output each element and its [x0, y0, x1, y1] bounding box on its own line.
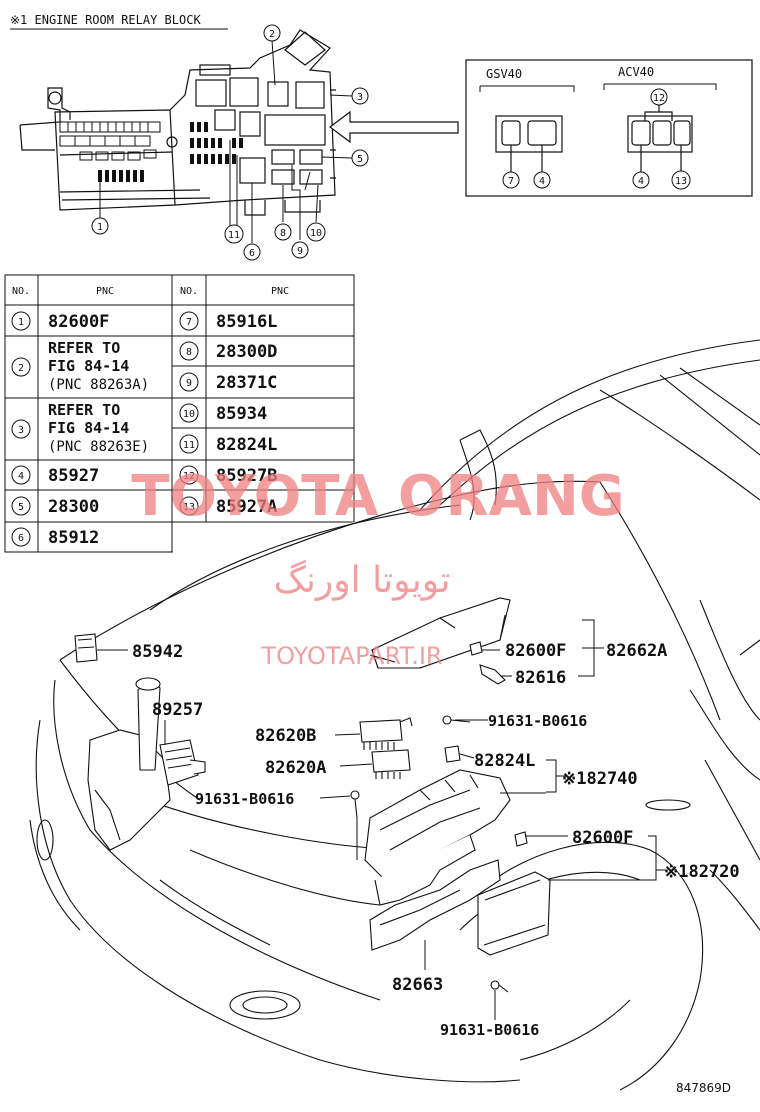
- part-82740: ※182740: [562, 769, 638, 789]
- callout-11: [224, 224, 244, 244]
- row-no: 4: [18, 471, 24, 482]
- row-no: 13: [183, 502, 195, 513]
- row-no: 10: [183, 409, 195, 420]
- row-no: 5: [18, 502, 24, 513]
- row-no: 3: [18, 425, 24, 436]
- part-82824L: 82824L: [474, 751, 535, 771]
- row-pnc: REFER TO: [48, 339, 120, 357]
- table-header-no: NO.: [180, 286, 198, 297]
- inset-box: GSV40 ACV40 7 4 12 4 13: [465, 59, 753, 197]
- row-pnc: 82824L: [216, 435, 277, 455]
- inset-callout-label: 12: [653, 93, 665, 104]
- callout-8: [274, 223, 292, 241]
- row-no: 7: [186, 317, 192, 328]
- callout-2: [263, 24, 281, 42]
- callout-label: 1: [97, 222, 103, 233]
- part-91631-B0616-bottom: 91631-B0616: [440, 1021, 539, 1039]
- inset-callout-label: 13: [675, 176, 687, 187]
- components-drawing: [74, 597, 551, 993]
- callout-label: 9: [297, 246, 303, 257]
- callout-label: 3: [357, 92, 363, 103]
- callout-1: [91, 217, 109, 235]
- row-pnc: REFER TO: [48, 401, 120, 419]
- part-82663: 82663: [392, 975, 443, 995]
- part-82620A: 82620A: [265, 758, 326, 778]
- callout-label: 10: [310, 228, 322, 239]
- row-pnc: 28371C: [216, 373, 277, 393]
- callout-6: [243, 243, 261, 261]
- inset-arrow: [329, 110, 459, 144]
- row-pnc: 28300D: [216, 342, 277, 362]
- part-91631-B0616-left: 91631-B0616: [195, 790, 294, 808]
- row-no: 12: [183, 471, 195, 482]
- row-pnc: FIG 84-14: [48, 419, 129, 437]
- callout-label: 5: [357, 154, 363, 165]
- part-82600F-bottom: 82600F: [572, 828, 633, 848]
- watermark-site: TOYOTAPART.IR: [260, 642, 442, 670]
- row-no: 11: [183, 440, 195, 451]
- part-82600F-top: 82600F: [505, 641, 566, 661]
- row-no: 1: [18, 317, 24, 328]
- callout-label: 8: [280, 228, 286, 239]
- relay-block-callouts: [91, 24, 369, 261]
- watermark-persian: تویوتا اورنگ: [274, 559, 451, 601]
- part-82720: ※182720: [664, 862, 740, 882]
- row-no: 6: [18, 533, 24, 544]
- inset-callout-label: 4: [638, 176, 644, 187]
- row-pnc: 85912: [48, 528, 99, 548]
- callout-9: [291, 241, 309, 259]
- row-pnc: (PNC 88263A): [48, 377, 149, 393]
- part-82620B: 82620B: [255, 726, 316, 746]
- table-header-pnc: PNC: [96, 286, 114, 297]
- row-no: 2: [18, 363, 24, 374]
- inset-left-label: GSV40: [486, 67, 522, 81]
- callout-label: 2: [269, 29, 275, 40]
- relay-block-leaders: [99, 39, 353, 243]
- part-91631-B0616-top: 91631-B0616: [488, 712, 587, 730]
- inset-callout-label: 7: [508, 176, 514, 187]
- callout-3: [351, 87, 369, 105]
- callout-label: 6: [249, 248, 255, 259]
- callout-5: [351, 149, 369, 167]
- figure-code: 847869D: [676, 1081, 731, 1095]
- inset-right-label: ACV40: [618, 65, 654, 79]
- callout-10: [306, 222, 326, 242]
- row-pnc: 82600F: [48, 312, 109, 332]
- row-pnc: 85927B: [216, 466, 277, 486]
- callout-label: 11: [228, 230, 240, 241]
- row-no: 8: [186, 347, 192, 358]
- table-header-pnc: PNC: [271, 286, 289, 297]
- row-pnc: 85927: [48, 466, 99, 486]
- part-82616: 82616: [515, 668, 566, 688]
- component-leaders: [97, 619, 666, 1020]
- table-header-no: NO.: [12, 286, 30, 297]
- row-no: 9: [186, 378, 192, 389]
- row-pnc: 28300: [48, 497, 99, 517]
- part-85942: 85942: [132, 642, 183, 662]
- relay-block-drawing: [19, 29, 336, 216]
- part-82662A: 82662A: [606, 641, 667, 661]
- row-pnc: 85927A: [216, 497, 277, 517]
- row-pnc: (PNC 88263E): [48, 439, 149, 455]
- row-pnc: FIG 84-14: [48, 357, 129, 375]
- watermarks: TOYOTA ORANG تویوتا اورنگ TOYOTAPART.IR: [131, 464, 625, 670]
- inset-callout-label: 4: [539, 176, 545, 187]
- pnc-table: NO. PNC NO. PNC 1 2 3 4 5 6 7 8 9 10 11 …: [4, 274, 363, 555]
- header-title: ※1 ENGINE ROOM RELAY BLOCK: [10, 13, 201, 27]
- row-pnc: 85916L: [216, 312, 277, 332]
- row-pnc: 85934: [216, 404, 267, 424]
- watermark-brand: TOYOTA ORANG: [131, 464, 625, 529]
- part-89257: 89257: [152, 700, 203, 720]
